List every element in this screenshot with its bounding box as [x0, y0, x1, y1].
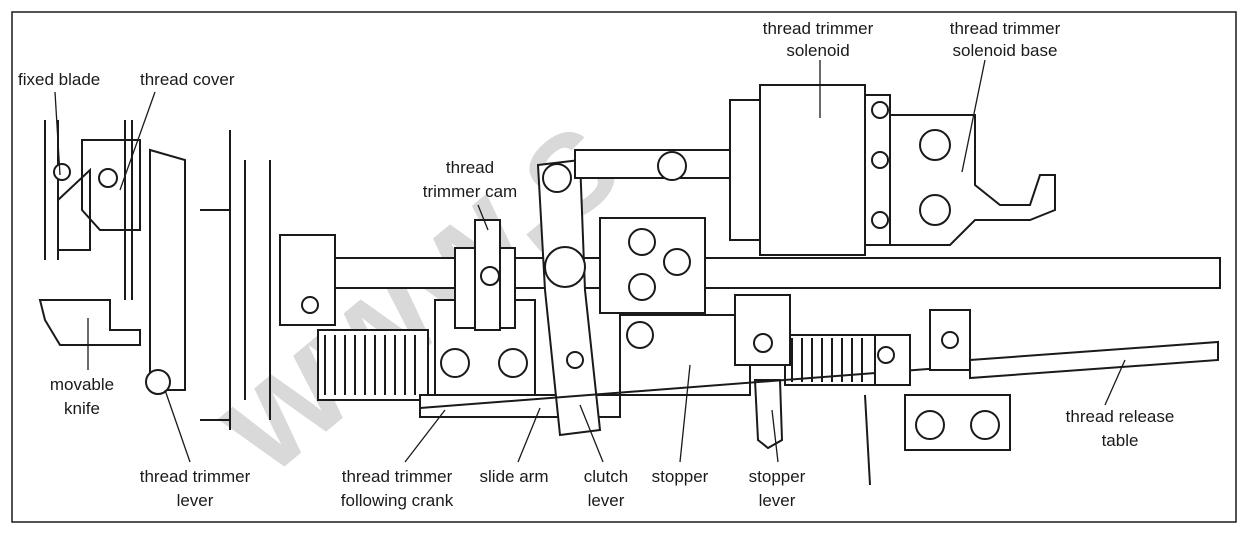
- diagram-frame: [11, 11, 1237, 523]
- label-clutch-lever: clutch: [584, 467, 628, 486]
- label-solenoid: thread trimmer: [763, 19, 874, 38]
- plate-vertical: [149, 148, 186, 391]
- leader-lines: [54, 59, 1126, 463]
- label-following-crank: thread trimmer: [342, 467, 453, 486]
- label-stopper-lever: stopper: [749, 467, 806, 486]
- movable-knife-part: [38, 299, 141, 346]
- label-thread-trimmer-cam: thread: [446, 158, 494, 177]
- label-stopper-lever: lever: [759, 491, 796, 510]
- solenoid-base: [889, 114, 1056, 246]
- thread-release-table-cable: [969, 340, 1219, 380]
- main-shaft: [299, 257, 1221, 289]
- label-following-crank: following crank: [341, 491, 454, 510]
- label-solenoid-base: solenoid base: [953, 41, 1058, 60]
- mechanism-drawing: [38, 84, 1221, 486]
- thread-cover-part: [81, 139, 141, 231]
- trimmer-lever-screw: [145, 369, 171, 395]
- label-thread-release-table: thread release: [1066, 407, 1175, 426]
- label-thread-trimmer-lever: lever: [177, 491, 214, 510]
- label-thread-trimmer-lever: thread trimmer: [140, 467, 251, 486]
- label-thread-trimmer-cam: trimmer cam: [423, 182, 517, 201]
- thread-trimmer-solenoid: [759, 84, 866, 256]
- label-movable-knife: movable: [50, 375, 114, 394]
- label-thread-release-table: table: [1102, 431, 1139, 450]
- left-spring: [317, 329, 429, 401]
- part-labels: fixed blade thread cover thread trimmer …: [18, 19, 1174, 510]
- label-solenoid: solenoid: [786, 41, 849, 60]
- label-slide-arm: slide arm: [480, 467, 549, 486]
- label-fixed-blade: fixed blade: [18, 70, 100, 89]
- stopper-lever: [753, 379, 784, 450]
- label-clutch-lever: lever: [588, 491, 625, 510]
- label-thread-cover: thread cover: [140, 70, 235, 89]
- label-stopper: stopper: [652, 467, 709, 486]
- label-movable-knife: knife: [64, 399, 100, 418]
- label-solenoid-base: thread trimmer: [950, 19, 1061, 38]
